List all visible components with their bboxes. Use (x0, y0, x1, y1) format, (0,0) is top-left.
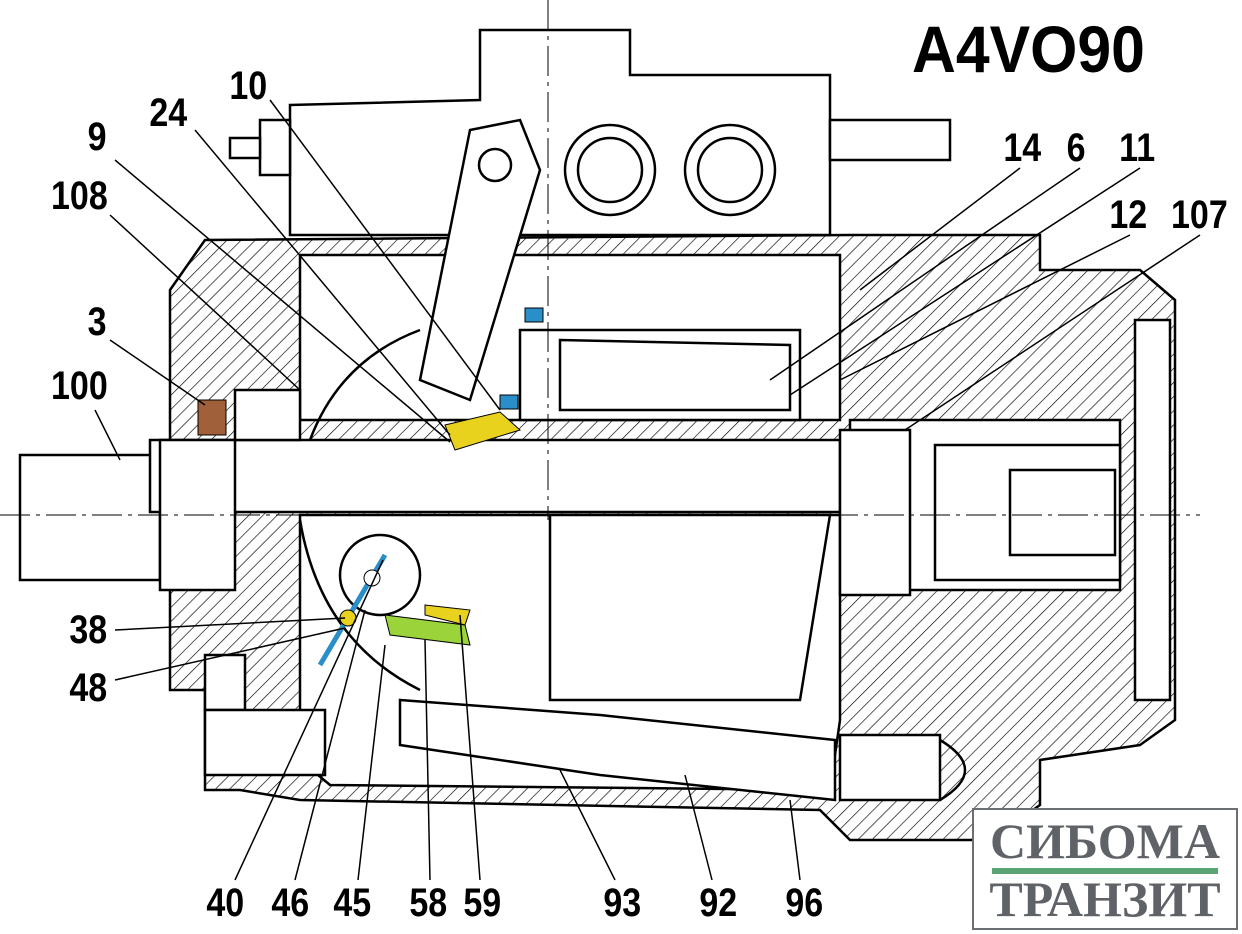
part-label-107: 107 (1171, 193, 1228, 237)
part-label-38: 38 (69, 608, 108, 652)
part-label-24: 24 (149, 91, 188, 135)
part-label-6: 6 (1066, 126, 1086, 170)
adjust-screw (828, 118, 952, 162)
part-label-45: 45 (333, 881, 372, 925)
part-label-12: 12 (1109, 193, 1148, 237)
logo-divider (992, 868, 1218, 874)
cradle (338, 533, 422, 617)
part-label-46: 46 (271, 881, 310, 925)
logo-line-2: ТРАНЗИТ (989, 871, 1221, 927)
drive-shaft (148, 438, 842, 514)
part-label-96: 96 (785, 881, 824, 925)
part-label-93: 93 (603, 881, 642, 925)
part-label-100: 100 (51, 364, 108, 408)
part-label-58: 58 (409, 881, 448, 925)
valve-green (384, 614, 471, 646)
control-lever (418, 118, 542, 402)
part-label-14: 14 (1003, 126, 1042, 170)
part-label-11: 11 (1119, 126, 1156, 170)
seal-blue-2 (524, 307, 544, 323)
part-label-48: 48 (69, 666, 108, 710)
swashplate (298, 519, 421, 692)
model-title: A4VO90 (912, 12, 1145, 86)
front-bearing (233, 388, 302, 442)
part-label-92: 92 (699, 881, 738, 925)
drive-shaft-end (18, 453, 162, 582)
part-label-9: 9 (87, 115, 107, 159)
seal-blue-1 (499, 394, 519, 410)
part-label-108: 108 (51, 174, 108, 218)
rear-coupling (933, 443, 1122, 582)
part-label-10: 10 (229, 64, 268, 108)
cylinder-block (548, 513, 832, 702)
sibomatransit-logo: СИБОМА ТРАНЗИТ (972, 808, 1238, 930)
logo-line-1: СИБОМА (990, 813, 1220, 869)
rear-cover (1133, 318, 1172, 702)
leader-lines (94, 99, 1201, 881)
part-label-40: 40 (206, 881, 245, 925)
return-piston (398, 698, 837, 802)
part-label-3: 3 (87, 300, 107, 344)
part-label-59: 59 (463, 881, 502, 925)
spring-retainer-yellow (444, 411, 521, 451)
